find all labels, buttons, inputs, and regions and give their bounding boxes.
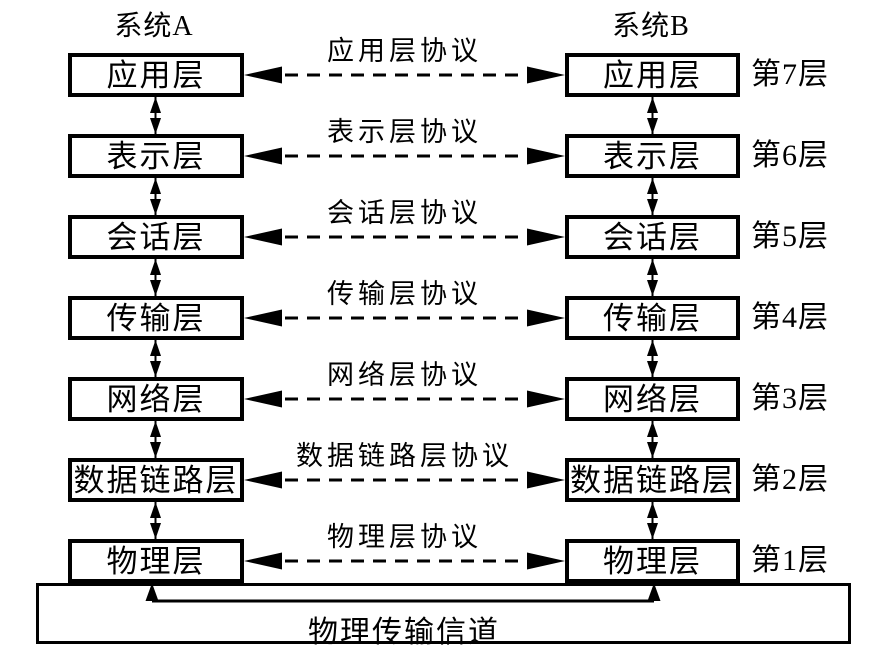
- inter-layer-arrow-b-2-1: [646, 501, 659, 540]
- inter-layer-arrow-a-2-1: [149, 501, 162, 540]
- layer-row-5: 会话层 会话层协议 会话层 第5层: [0, 198, 885, 259]
- inter-layer-arrow-b-3-2: [646, 420, 659, 459]
- layer-box-b-5: 会话层: [565, 215, 740, 259]
- layer-box-a-6: 表示层: [68, 134, 244, 178]
- layer-box-a-7: 应用层: [68, 53, 244, 97]
- layer-box-b-3: 网络层: [565, 377, 740, 421]
- layer-row-1: 物理层 物理层协议 物理层 第1层: [0, 522, 885, 583]
- layer-box-a-4: 传输层: [68, 296, 244, 340]
- layer-number-label-1: 第1层: [751, 544, 829, 577]
- layer-box-a-3: 网络层: [68, 377, 244, 421]
- physical-channel-label: 物理传输信道: [308, 616, 500, 649]
- protocol-label-4: 传输层协议: [327, 279, 482, 309]
- protocol-label-2: 数据链路层协议: [296, 441, 513, 471]
- layer-box-b-4: 传输层: [565, 296, 740, 340]
- protocol-label-7: 应用层协议: [327, 36, 482, 66]
- inter-layer-arrow-a-5-4: [149, 258, 162, 297]
- layer-box-b-1: 物理层: [565, 539, 740, 583]
- layer-row-3: 网络层 网络层协议 网络层 第3层: [0, 360, 885, 421]
- protocol-label-3: 网络层协议: [327, 360, 482, 390]
- layer-box-a-2: 数据链路层: [68, 458, 244, 502]
- layer-number-label-3: 第3层: [751, 382, 829, 415]
- inter-layer-arrow-a-6-5: [149, 177, 162, 216]
- protocol-label-6: 表示层协议: [327, 117, 482, 147]
- system-b-title: 系统B: [612, 11, 690, 42]
- layer-box-b-2: 数据链路层: [565, 458, 740, 502]
- layer-number-label-6: 第6层: [751, 139, 829, 172]
- layer-box-a-5: 会话层: [68, 215, 244, 259]
- system-a-title: 系统A: [114, 11, 194, 42]
- inter-layer-arrow-b-4-3: [646, 339, 659, 378]
- inter-layer-arrow-b-7-6: [646, 96, 659, 135]
- layer-row-2: 数据链路层 数据链路层协议 数据链路层 第2层: [0, 441, 885, 502]
- protocol-label-1: 物理层协议: [327, 522, 482, 552]
- protocol-label-5: 会话层协议: [327, 198, 482, 228]
- layer-number-label-2: 第2层: [751, 463, 829, 496]
- layer-row-7: 应用层 应用层协议 应用层 第7层: [0, 36, 885, 97]
- inter-layer-arrow-a-7-6: [149, 96, 162, 135]
- inter-layer-arrow-a-3-2: [149, 420, 162, 459]
- layer-box-b-7: 应用层: [565, 53, 740, 97]
- layer-row-6: 表示层 表示层协议 表示层 第6层: [0, 117, 885, 178]
- layer-row-4: 传输层 传输层协议 传输层 第4层: [0, 279, 885, 340]
- inter-layer-arrow-b-6-5: [646, 177, 659, 216]
- inter-layer-arrow-a-4-3: [149, 339, 162, 378]
- inter-layer-arrow-b-5-4: [646, 258, 659, 297]
- physical-channel-box: [36, 583, 851, 644]
- layer-box-a-1: 物理层: [68, 539, 244, 583]
- layer-number-label-5: 第5层: [751, 220, 829, 253]
- layer-number-label-7: 第7层: [751, 58, 829, 91]
- layer-number-label-4: 第4层: [751, 301, 829, 334]
- layer-box-b-6: 表示层: [565, 134, 740, 178]
